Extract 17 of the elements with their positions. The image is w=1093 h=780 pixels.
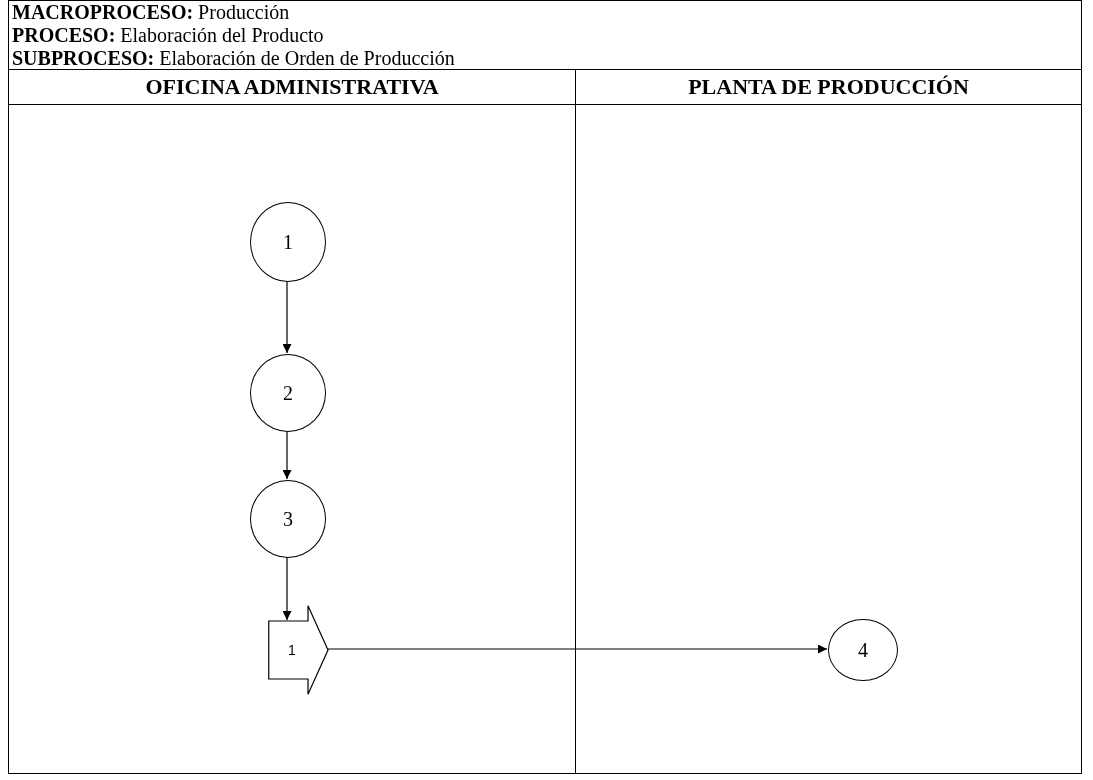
- arrow: [327, 644, 828, 654]
- lane-header: PLANTA DE PRODUCCIÓN: [576, 70, 1081, 105]
- arrow: [282, 430, 292, 480]
- lane-header: OFICINA ADMINISTRATIVA: [9, 70, 575, 105]
- off-page-connector: [268, 605, 329, 695]
- header-line: PROCESO: Elaboración del Producto: [12, 24, 324, 47]
- arrow: [282, 556, 292, 621]
- header-line: MACROPROCESO: Producción: [12, 1, 290, 24]
- arrow: [282, 280, 292, 354]
- connector-circle: 1: [250, 202, 326, 282]
- connector-circle: 3: [250, 480, 326, 558]
- swimlane: [8, 69, 576, 774]
- swimlane: [575, 69, 1082, 774]
- connector-number: 1: [288, 642, 296, 658]
- connector-circle: 2: [250, 354, 326, 432]
- connector-circle: 4: [828, 619, 898, 681]
- header-line: SUBPROCESO: Elaboración de Orden de Producción: [12, 47, 455, 70]
